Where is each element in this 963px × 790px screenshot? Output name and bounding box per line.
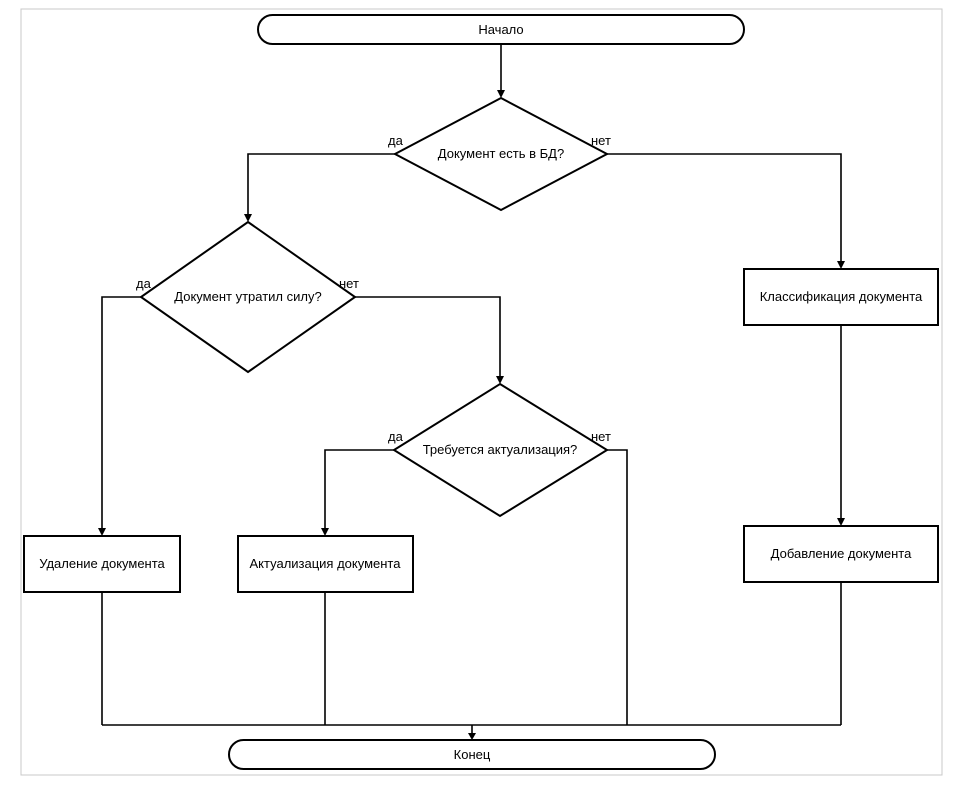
start-terminator	[257, 14, 745, 45]
arrowhead	[244, 214, 252, 222]
decision-in-db-no-label: нет	[591, 133, 611, 148]
arrowhead	[468, 733, 476, 740]
arrowhead	[98, 528, 106, 536]
process-delete-label: Удаление документа	[39, 556, 165, 571]
process-classify-label: Классификация документа	[760, 289, 923, 304]
decision-update-needed-yes-label: да	[388, 429, 404, 444]
edge-lost-force-yes	[101, 296, 141, 530]
arrowhead	[321, 528, 329, 536]
edge-update-needed-yes	[324, 449, 394, 530]
edge-in-db-no	[607, 153, 842, 263]
decision-update-needed-label: Требуется актуализация?	[423, 442, 578, 457]
decision-update-needed-no-label: нет	[591, 429, 611, 444]
decision-lost-force-no-label: нет	[339, 276, 359, 291]
decision-lost-force	[139, 220, 357, 374]
decision-lost-force-label: Документ утратил силу?	[174, 289, 321, 304]
end-label: Конец	[454, 747, 491, 762]
decision-in-db-label: Документ есть в БД?	[438, 146, 564, 161]
process-classify	[743, 268, 939, 326]
decision-lost-force-yes-label: да	[136, 276, 152, 291]
arrowhead	[837, 518, 845, 526]
arrowhead	[496, 376, 504, 384]
edge-lost-force-no	[355, 296, 501, 378]
end-terminator	[228, 739, 716, 770]
decision-in-db-yes-label: да	[388, 133, 404, 148]
arrowhead	[837, 261, 845, 269]
decision-update-needed	[392, 382, 609, 518]
process-update-label: Актуализация документа	[250, 556, 402, 571]
process-update	[237, 535, 414, 593]
process-add	[743, 525, 939, 583]
edge-update-needed-no	[607, 449, 628, 725]
arrowhead	[497, 90, 505, 98]
start-label: Начало	[478, 22, 523, 37]
decision-in-db	[392, 96, 610, 212]
process-delete	[23, 535, 181, 593]
edge-in-db-yes	[247, 153, 395, 216]
process-add-label: Добавление документа	[771, 546, 912, 561]
